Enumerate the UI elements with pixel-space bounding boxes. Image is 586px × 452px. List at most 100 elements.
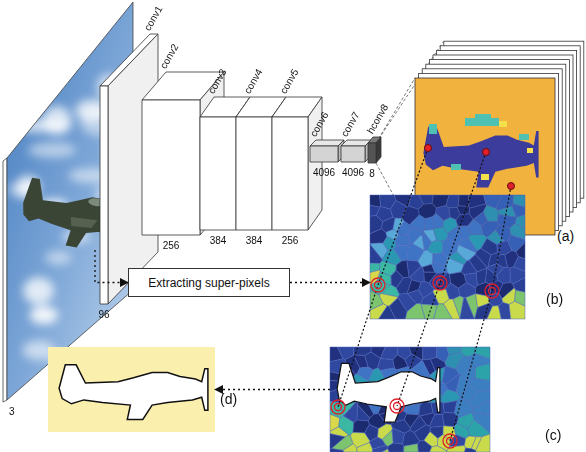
superpixel: [476, 363, 490, 380]
superpixel: [357, 405, 370, 421]
superpixel-panel: (c): [330, 347, 490, 452]
layer-name: conv4: [242, 67, 266, 96]
channel-count: 256: [282, 235, 299, 247]
layer-name: conv7: [339, 110, 363, 139]
input-photo: [0, 0, 157, 402]
conv-layer: conv5256: [272, 117, 308, 230]
process-label: Extracting super-pixels: [148, 276, 269, 290]
cloud: [30, 306, 58, 324]
channel-count: 256: [163, 240, 180, 252]
superpixel: [450, 435, 466, 447]
prism-front: [236, 117, 272, 230]
cloud: [45, 250, 71, 265]
layer-prism: [272, 97, 322, 230]
node-shape: [310, 146, 338, 162]
correspondence-line: [338, 148, 428, 407]
conv-layer: conv74096: [341, 146, 365, 162]
superpixel-panel: (b): [370, 195, 525, 319]
superpixel: [407, 290, 423, 304]
layer-prism: [368, 137, 381, 163]
process-box: Extracting super-pixels: [128, 268, 290, 297]
superpixel: [389, 298, 407, 319]
panel-label: (b): [546, 291, 563, 308]
cloud: [9, 52, 61, 74]
dotted-arrow: [215, 389, 330, 390]
class-patch: [481, 174, 489, 180]
conv-layer: conv64096: [310, 146, 338, 162]
panel-label: (d): [220, 391, 237, 408]
panel-label: (a): [557, 228, 574, 245]
layer-prism: [310, 140, 344, 162]
cloud: [28, 142, 76, 158]
channel-count: 384: [246, 235, 263, 247]
layer-name: conv2: [158, 42, 182, 71]
layer-name: conv1: [142, 4, 166, 33]
conv-layer: conv196: [100, 86, 108, 304]
channel-count: 8: [369, 168, 375, 180]
class-patch: [527, 148, 533, 153]
airplane-mask: [423, 127, 538, 188]
node-shape: [368, 143, 376, 163]
superpixel: [465, 448, 477, 452]
panel-label: (c): [545, 427, 561, 444]
superpixel: [343, 444, 357, 452]
superpixel-marker: [437, 280, 444, 287]
superpixel: [370, 244, 382, 263]
pixel-markers-a: [425, 145, 515, 190]
node-shape: [100, 86, 108, 304]
node-shape: [236, 117, 272, 230]
conv-layer: hconv88: [368, 143, 376, 163]
superpixel: [432, 263, 448, 273]
node-shape: [142, 100, 200, 235]
superpixel: [432, 213, 443, 228]
pixel-marker: [508, 183, 515, 190]
class-patch: [465, 118, 499, 126]
superpixel-marker: [375, 282, 382, 289]
channel-count: 384: [210, 235, 227, 247]
superpixel-marker: [485, 284, 499, 298]
conv-layer: conv4384: [236, 117, 272, 230]
superpixel: [430, 446, 447, 452]
superpixel-marker: [331, 400, 345, 414]
superpixel: [444, 299, 460, 319]
score-map: [415, 78, 555, 235]
channel-count: 4096: [313, 167, 335, 179]
superpixel: [447, 446, 466, 452]
superpixel: [476, 434, 490, 452]
layer-name: hconv8: [365, 102, 392, 136]
prism-front: [142, 100, 200, 235]
dotted-arrow: [95, 250, 128, 283]
prism-front: [341, 146, 365, 162]
superpixel: [499, 303, 511, 319]
layer-prism: [341, 140, 371, 162]
airplane-wing: [69, 216, 97, 231]
prism-front: [310, 146, 338, 162]
prism-side: [376, 137, 381, 163]
prism-front: [272, 117, 308, 230]
dotted-arrow: [290, 282, 370, 283]
superpixel: [395, 235, 410, 246]
superpixel-markers: [331, 276, 499, 448]
class-patch: [519, 134, 529, 140]
result-background: [48, 347, 215, 432]
map-background: [415, 78, 555, 235]
map-patches: [415, 114, 533, 218]
class-patch: [475, 114, 491, 119]
superpixel: [458, 195, 469, 207]
superpixel: [330, 449, 344, 452]
channel-count: 96: [98, 309, 109, 321]
image-edge: [3, 158, 7, 402]
class-patch: [451, 164, 461, 170]
superpixel: [388, 443, 404, 452]
class-patch: [499, 121, 507, 127]
superpixel-marker: [489, 288, 496, 295]
superpixel: [468, 420, 490, 437]
superpixel-marker: [371, 278, 385, 292]
superpixel: [394, 245, 408, 261]
superpixel: [357, 443, 373, 452]
superpixel-map: [330, 347, 490, 452]
superpixel-marker: [394, 403, 401, 410]
segmentation-result: (d): [48, 347, 215, 432]
